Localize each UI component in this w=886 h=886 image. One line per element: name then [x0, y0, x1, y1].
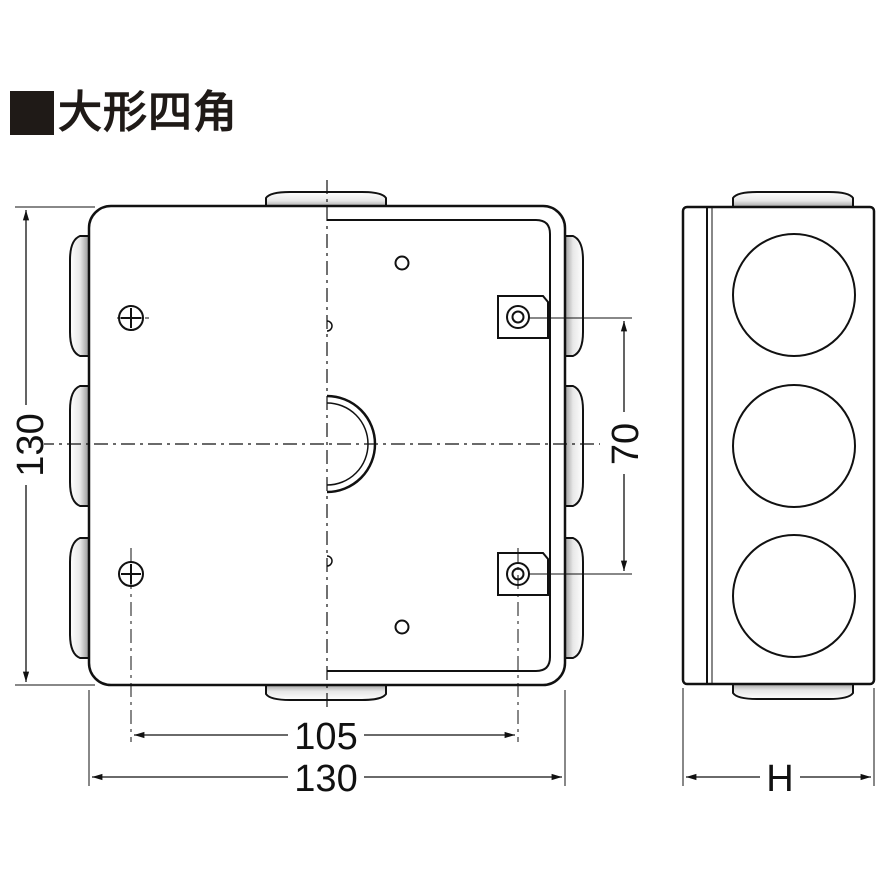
side-lug-top	[732, 191, 854, 209]
dimension-bolt-vertical	[528, 317, 642, 575]
title-square-icon	[10, 91, 54, 135]
front-view	[40, 180, 600, 742]
knockout-lug-right-1	[562, 235, 584, 357]
side-lug-bottom	[732, 682, 854, 700]
cover-screw-top-left	[117, 305, 152, 331]
dimension-width-bottom	[88, 690, 566, 797]
dimension-label-H: H	[766, 758, 793, 800]
box-inner-edge	[327, 219, 551, 672]
bolt-boss-bottom-right	[497, 548, 549, 742]
cover-screw-bottom-left	[118, 548, 144, 742]
nub-upper	[326, 320, 333, 332]
knockout-lug-right-3	[562, 537, 584, 659]
knockout-lug-left-2	[69, 385, 91, 507]
knockout-lug-left-3	[69, 537, 91, 659]
side-knockout-2	[732, 384, 856, 508]
dimension-bolt-horizontal	[134, 714, 515, 754]
dimension-label-130-horizontal: 130	[294, 758, 357, 800]
drawing-title: 大形四角	[10, 88, 238, 138]
dimension-label-130-vertical: 130	[10, 413, 52, 476]
knockout-lug-right-2	[562, 385, 584, 507]
dimension-side-height	[682, 688, 875, 797]
title-text: 大形四角	[58, 87, 238, 138]
dimension-label-70: 70	[605, 423, 647, 465]
side-knockout-3	[732, 534, 856, 658]
knockout-lug-top	[265, 191, 387, 209]
nub-lower	[326, 555, 333, 567]
mounting-hole-top	[394, 255, 410, 271]
dimension-label-105: 105	[294, 716, 357, 758]
side-knockout-1	[732, 233, 856, 357]
knockout-lug-left-1	[69, 235, 91, 357]
knockout-lug-bottom	[265, 683, 387, 701]
side-view	[681, 191, 876, 700]
bolt-boss-top-right	[497, 295, 549, 339]
dimension-height-left	[8, 206, 95, 686]
mounting-hole-bottom	[394, 619, 410, 635]
